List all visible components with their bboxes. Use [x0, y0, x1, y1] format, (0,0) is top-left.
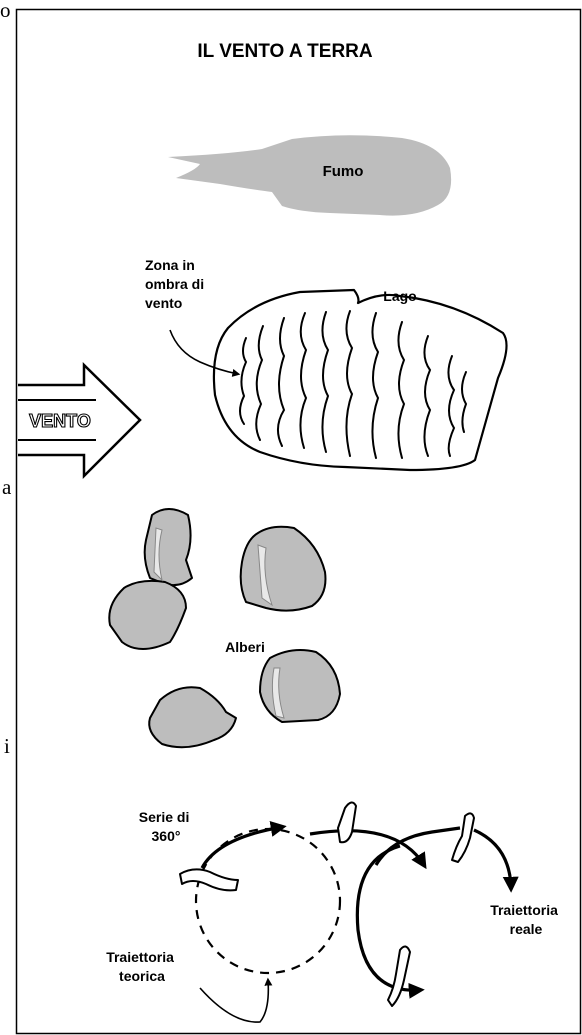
tree-group: [109, 509, 340, 747]
tree: [149, 687, 236, 747]
turns-label: Serie di 360°: [139, 809, 193, 844]
theoretical-path-pointer: [200, 980, 268, 1022]
real-path-loop: [357, 846, 420, 990]
turns-label-line-2: 360°: [152, 828, 181, 844]
theoretical-path-label-line-2: teorica: [119, 968, 165, 984]
glider-icon: [452, 813, 474, 862]
shadow-zone-line-1: Zona in: [145, 257, 195, 273]
tree: [109, 581, 186, 649]
real-path-loop-closing: [376, 828, 460, 865]
theoretical-path-label-line-1: Traiettoria: [106, 949, 174, 965]
lake-label: Lago: [383, 288, 416, 304]
real-path-exit: [474, 830, 511, 888]
turns-label-line-1: Serie di: [139, 809, 190, 825]
shadow-zone-line-3: vento: [145, 295, 182, 311]
tree: [241, 527, 326, 611]
trees-label: Alberi: [225, 639, 265, 655]
glider-icon: [180, 869, 238, 890]
real-path-label: Traiettoria reale: [490, 902, 562, 937]
diagram-title: IL VENTO A TERRA: [197, 41, 373, 62]
smoke-label: Fumo: [323, 163, 364, 180]
theoretical-path-label: Traiettoria teorica: [106, 949, 178, 984]
glider-icon: [388, 946, 410, 1006]
tree: [145, 509, 192, 585]
shadow-zone-line-2: ombra di: [145, 276, 204, 292]
glider-icon: [338, 802, 356, 842]
wind-label: VENTO: [29, 411, 91, 431]
smoke-shape: [168, 135, 451, 215]
real-path-label-line-2: reale: [510, 921, 543, 937]
shadow-zone-label: Zona in ombra di vento: [145, 257, 208, 311]
real-path-label-line-1: Traiettoria: [490, 902, 558, 918]
